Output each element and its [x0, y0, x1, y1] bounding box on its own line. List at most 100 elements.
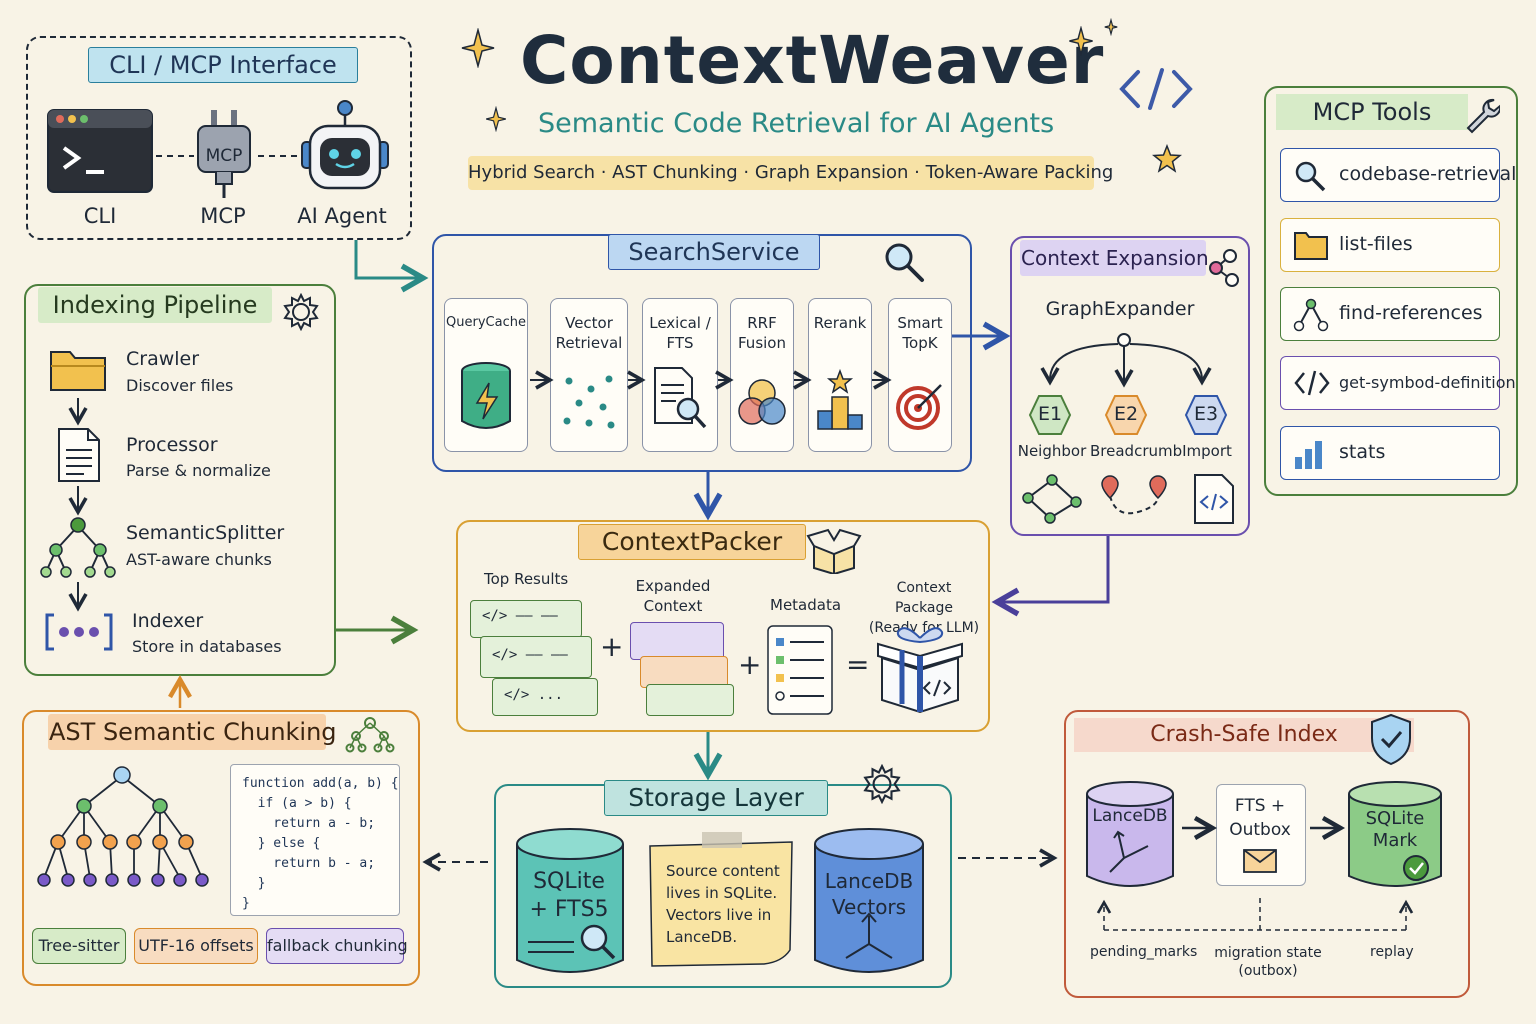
shield-check-icon — [1371, 713, 1411, 766]
magnifier-icon — [885, 243, 924, 282]
hexagon-e2 — [1104, 395, 1148, 435]
tree-icon — [345, 717, 395, 753]
crash-safe-panel — [1064, 710, 1470, 998]
result-line: </> —— —— — [482, 608, 558, 624]
tool-find-references[interactable]: find-references — [1280, 287, 1500, 341]
stage-rrf-fusion: RRF Fusion — [730, 298, 794, 452]
expanded-card — [646, 684, 734, 716]
import-label: Import — [1182, 442, 1232, 460]
tool-get-symbol-definition[interactable]: get-symbod-definition — [1280, 356, 1516, 410]
code-sample-box — [230, 764, 400, 916]
plus-sign: + — [600, 630, 624, 663]
result-line: </> —— —— — [492, 647, 568, 663]
graph-expander-label: GraphExpander — [1045, 298, 1195, 320]
crash-lancedb-label: LanceDB — [1092, 806, 1168, 826]
splitter-desc: AST-aware chunks — [126, 550, 272, 569]
cli-dash-links — [156, 155, 298, 157]
result-card — [492, 678, 598, 716]
terminal-icon — [47, 109, 153, 193]
migration-state-label: migration state (outbox) — [1214, 945, 1322, 979]
processor-desc: Parse & normalize — [126, 461, 271, 480]
e2-code: E2 — [1113, 403, 1139, 425]
code-brackets-icon — [1119, 68, 1193, 110]
storage-layer-title: Storage Layer — [604, 780, 828, 816]
neighbor-label: Neighbor — [1017, 442, 1087, 460]
indexing-step-arrows — [68, 398, 88, 612]
crawler-desc: Discover files — [126, 376, 234, 395]
code-brackets-icon — [1294, 370, 1330, 396]
indexer-icon — [45, 613, 113, 651]
mcp-tools-title: MCP Tools — [1276, 94, 1468, 130]
tool-list-files[interactable]: list-files — [1280, 218, 1500, 272]
crash-lancedb-icon — [1086, 781, 1174, 887]
code-file-icon — [1194, 474, 1234, 524]
star-icon — [1152, 144, 1182, 173]
magnifier-icon — [1295, 161, 1326, 192]
stage-lexical-fts: Lexical / FTS — [642, 298, 718, 452]
metadata-label: Metadata — [770, 596, 842, 614]
result-card — [480, 636, 592, 678]
bar-chart-icon — [1295, 441, 1322, 469]
search-stage-arrows — [530, 370, 892, 390]
pending-marks-label: pending_marks — [1090, 944, 1198, 960]
hexagon-e1 — [1028, 395, 1072, 435]
cli-label: CLI — [83, 204, 117, 228]
processor-name: Processor — [126, 434, 218, 456]
page-title: ContextWeaver — [520, 22, 1105, 99]
gear-icon — [283, 293, 319, 331]
graph-share-icon — [1209, 249, 1239, 287]
wrench-icon — [1466, 98, 1500, 134]
target-icon — [896, 384, 942, 430]
metadata-list-icon — [767, 625, 833, 715]
venn-icon — [738, 379, 786, 425]
sqlite-database-icon — [516, 828, 624, 973]
e3-code: E3 — [1193, 403, 1219, 425]
document-search-icon — [654, 367, 707, 429]
folder-icon — [50, 351, 106, 391]
scatter-dots-icon — [563, 375, 615, 429]
gift-box-icon — [877, 627, 963, 714]
chip-tree-sitter: Tree-sitter — [32, 928, 126, 964]
feature-strip: Hybrid Search · AST Chunking · Graph Exp… — [468, 156, 1113, 190]
stage-querycache: QueryCache — [444, 298, 528, 452]
sticky-note — [649, 832, 793, 967]
sqlite-label: SQLite + FTS5 — [529, 869, 609, 922]
breadcrumb-path-icon — [1101, 475, 1167, 515]
stage-vector-retrieval: Vector Retrieval — [550, 298, 628, 452]
crash-sqlite-icon — [1348, 781, 1442, 887]
stage-smart-topk: Smart TopK — [888, 298, 952, 452]
crash-state-links — [1096, 896, 1414, 931]
context-packer-panel — [456, 520, 990, 732]
storage-note: Source content lives in SQLite. Vectors … — [666, 862, 780, 946]
mcp-plug-icon — [197, 110, 251, 198]
code-sample: function add(a, b) { if (a > b) { return… — [242, 776, 399, 911]
indexing-pipeline-title: Indexing Pipeline — [38, 287, 272, 323]
indexer-name: Indexer — [132, 610, 204, 632]
tree-icon — [40, 517, 116, 578]
branch-icon — [1293, 298, 1329, 332]
context-package-label: Context Package (Ready for LLM) — [868, 580, 980, 636]
sparkle-icon — [1069, 26, 1093, 56]
result-line: </> ... — [504, 687, 564, 703]
neighbor-graph-icon — [1022, 474, 1082, 524]
ast-tree-diagram — [37, 766, 209, 887]
mcp-plug-text: MCP — [205, 146, 243, 166]
lancedb-label: LanceDB Vectors — [824, 869, 914, 919]
plus-sign: + — [738, 648, 762, 681]
ai-agent-label: AI Agent — [297, 204, 387, 228]
podium-star-icon — [817, 369, 863, 430]
folder-icon — [1294, 232, 1328, 260]
context-expansion-title: Context Expansion — [1020, 240, 1209, 276]
page-subtitle: Semantic Code Retrieval for AI Agents — [538, 108, 1055, 139]
document-icon — [58, 428, 100, 482]
crawler-name: Crawler — [126, 348, 200, 370]
ast-chunking-panel — [22, 710, 420, 986]
open-box-icon — [806, 528, 862, 574]
stage-rerank: Rerank — [808, 298, 872, 452]
chip-utf16-offsets: UTF-16 offsets — [134, 928, 258, 964]
tool-stats[interactable]: stats — [1280, 426, 1500, 480]
top-results-label: Top Results — [484, 570, 569, 588]
tool-codebase-retrieval[interactable]: codebase-retrieval — [1280, 148, 1516, 202]
gear-icon — [863, 764, 901, 804]
